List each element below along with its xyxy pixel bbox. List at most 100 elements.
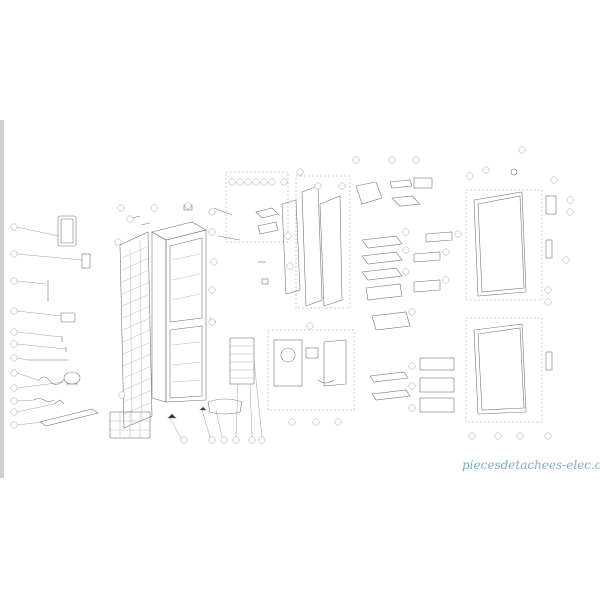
- callout-circle: [10, 354, 18, 362]
- upper-bar-part: [213, 207, 233, 216]
- cabinet-shelf-rails: [171, 253, 201, 383]
- callout-circle: [114, 238, 122, 246]
- leader-line: [16, 310, 62, 317]
- callout-circle: [118, 391, 126, 399]
- callout-circle: [10, 408, 18, 416]
- callout-circle: [232, 436, 240, 444]
- fridge-door-part: [473, 191, 527, 297]
- callout-circle: [10, 384, 18, 392]
- callout-circle: [10, 223, 18, 231]
- fridge-door-group-box: [465, 189, 543, 301]
- callout-circle: [10, 369, 18, 377]
- small-bar-part: [389, 179, 413, 189]
- callout-circle: [220, 436, 228, 444]
- wire-part: [317, 379, 335, 384]
- callout-circle: [208, 228, 216, 236]
- callout-circle: [210, 258, 218, 266]
- cap-part: [510, 168, 518, 176]
- leader-line: [16, 253, 83, 261]
- callout-circle: [126, 215, 134, 223]
- callout-circle: [150, 204, 158, 212]
- gasket-inner: [60, 218, 74, 244]
- site-watermark: piecesdetachees-elec.com: [462, 458, 600, 472]
- cabinet-top: [151, 221, 207, 241]
- cabinet-left-side: [151, 231, 167, 403]
- leader-line: [16, 357, 29, 361]
- callout-circle: [10, 340, 18, 348]
- callout-circle: [10, 277, 18, 285]
- callout-circle: [117, 204, 125, 212]
- top-center-parts: [255, 177, 433, 387]
- callout-circle: [208, 318, 216, 326]
- callout-circle: [10, 250, 18, 258]
- duct-insulation-part: [281, 199, 301, 295]
- evaporator-part: [229, 337, 255, 385]
- fan-motor-part: [305, 347, 319, 359]
- freezer-compartment: [169, 325, 203, 399]
- crisper-cover-part: [365, 283, 403, 301]
- shelf-callouts: [402, 228, 462, 412]
- leader-line: [16, 343, 67, 350]
- fridge-compartment: [169, 237, 203, 323]
- small-plate-part: [81, 253, 91, 269]
- fan-cover-part: [273, 339, 303, 387]
- fridge-door-inner: [477, 195, 525, 293]
- glass-shelf-part: [361, 251, 403, 265]
- shelves-group: [361, 231, 455, 413]
- doors-group: [473, 168, 557, 415]
- freezer-door-group-box: [465, 317, 543, 423]
- callout-circle: [184, 202, 192, 210]
- callout-circle: [208, 436, 216, 444]
- leader-line: [16, 421, 43, 426]
- leader-line: [16, 372, 39, 381]
- small-part: [261, 278, 269, 285]
- callout-circle: [10, 421, 18, 429]
- left-callouts: [10, 223, 83, 429]
- cabinet-group: [109, 204, 269, 439]
- callout-circle: [10, 397, 18, 405]
- handle-part: [545, 195, 557, 215]
- door-bin-part: [425, 231, 453, 243]
- callout-circle: [208, 286, 216, 294]
- crisper-drawer-part: [371, 311, 411, 331]
- cabinet-front: [165, 229, 207, 403]
- control-box-part: [255, 207, 279, 219]
- left-margin-bar: [0, 120, 4, 478]
- leader-line: [16, 403, 55, 413]
- callout-circle: [258, 436, 266, 444]
- leader-line: [16, 331, 63, 338]
- freezer-drawer-part: [419, 377, 455, 393]
- callout-circle: [10, 307, 18, 315]
- callout-circle: [208, 208, 216, 216]
- condenser-grid-part: [119, 231, 153, 429]
- freezer-drawer-part: [419, 357, 455, 371]
- duct-group-box: [295, 175, 351, 309]
- foot-part: [167, 413, 177, 419]
- callout-circle: [180, 436, 188, 444]
- mesh-part: [391, 195, 421, 207]
- leader-line: [16, 399, 35, 402]
- door-bin-part: [413, 251, 441, 263]
- hinge-pin-part: [131, 215, 141, 219]
- control-group-box: [225, 171, 289, 243]
- upper-bar-part: [217, 235, 241, 241]
- filter-grille-cells: [110, 412, 150, 438]
- glass-shelf-part: [361, 235, 403, 249]
- clip-part: [53, 399, 65, 405]
- lamp-cover-part: [257, 221, 279, 235]
- drip-tray-part: [207, 398, 243, 415]
- callout-circle: [10, 328, 18, 336]
- air-duct-part: [301, 185, 323, 307]
- fan-part: [280, 347, 296, 363]
- condenser-coils: [121, 239, 153, 426]
- freezer-door-part: [473, 323, 527, 415]
- freezer-drawer-part: [419, 397, 455, 413]
- cabinet-callouts: [114, 202, 266, 444]
- freezer-door-inner: [477, 327, 525, 411]
- duct-panel-part: [319, 195, 343, 307]
- hinge-cover-part: [545, 351, 553, 371]
- small-box-part: [60, 312, 76, 323]
- door-callouts: [466, 146, 574, 440]
